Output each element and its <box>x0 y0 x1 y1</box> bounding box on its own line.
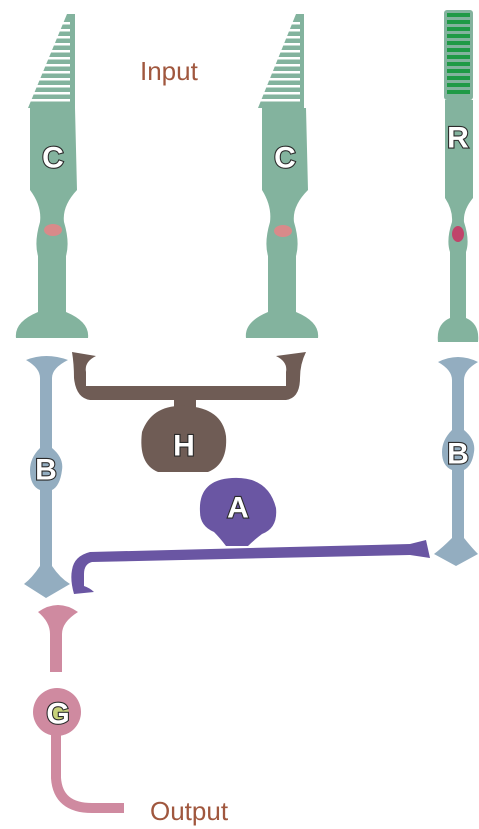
amacrine-cell-label: A <box>227 492 249 525</box>
input-caption: Input <box>140 56 199 86</box>
ganglion-cell-axon <box>51 734 124 813</box>
ganglion-cell: G <box>33 605 124 813</box>
amacrine-cell-body <box>199 477 277 546</box>
amacrine-cell-process <box>71 540 430 594</box>
bipolar-left-label: B <box>35 454 57 487</box>
ganglion-cell-dendrite <box>38 605 78 672</box>
horizontal-cell-label: H <box>173 430 195 463</box>
horizontal-cell-dendrites <box>72 352 306 400</box>
cone-right: C <box>245 14 319 338</box>
cone-left-label: C <box>42 142 64 175</box>
bipolar-right-body <box>434 357 478 566</box>
cone-left-nucleus <box>44 224 62 236</box>
rod-nucleus <box>452 226 464 242</box>
bipolar-left: B <box>24 356 70 598</box>
cone-left-inner-segment <box>15 108 89 338</box>
rod: R <box>437 10 479 342</box>
rod-label: R <box>447 122 469 155</box>
bipolar-left-body <box>24 356 70 598</box>
amacrine-cell: A <box>71 477 430 594</box>
horizontal-cell-body <box>141 405 227 472</box>
horizontal-cell: H <box>72 352 306 472</box>
bipolar-right: B <box>434 357 478 566</box>
cone-left-lamellae <box>20 22 70 102</box>
cone-left: C <box>15 14 89 338</box>
rod-inner-segment <box>437 100 479 342</box>
cone-right-lamellae <box>250 22 300 102</box>
cone-right-inner-segment <box>245 108 319 338</box>
cone-right-nucleus <box>274 225 292 237</box>
cone-right-label: C <box>274 142 296 175</box>
bipolar-right-label: B <box>447 438 469 471</box>
rod-disks <box>447 13 470 94</box>
ganglion-cell-nucleus <box>51 705 69 723</box>
output-caption: Output <box>150 796 229 826</box>
ganglion-cell-label: G <box>46 698 69 731</box>
